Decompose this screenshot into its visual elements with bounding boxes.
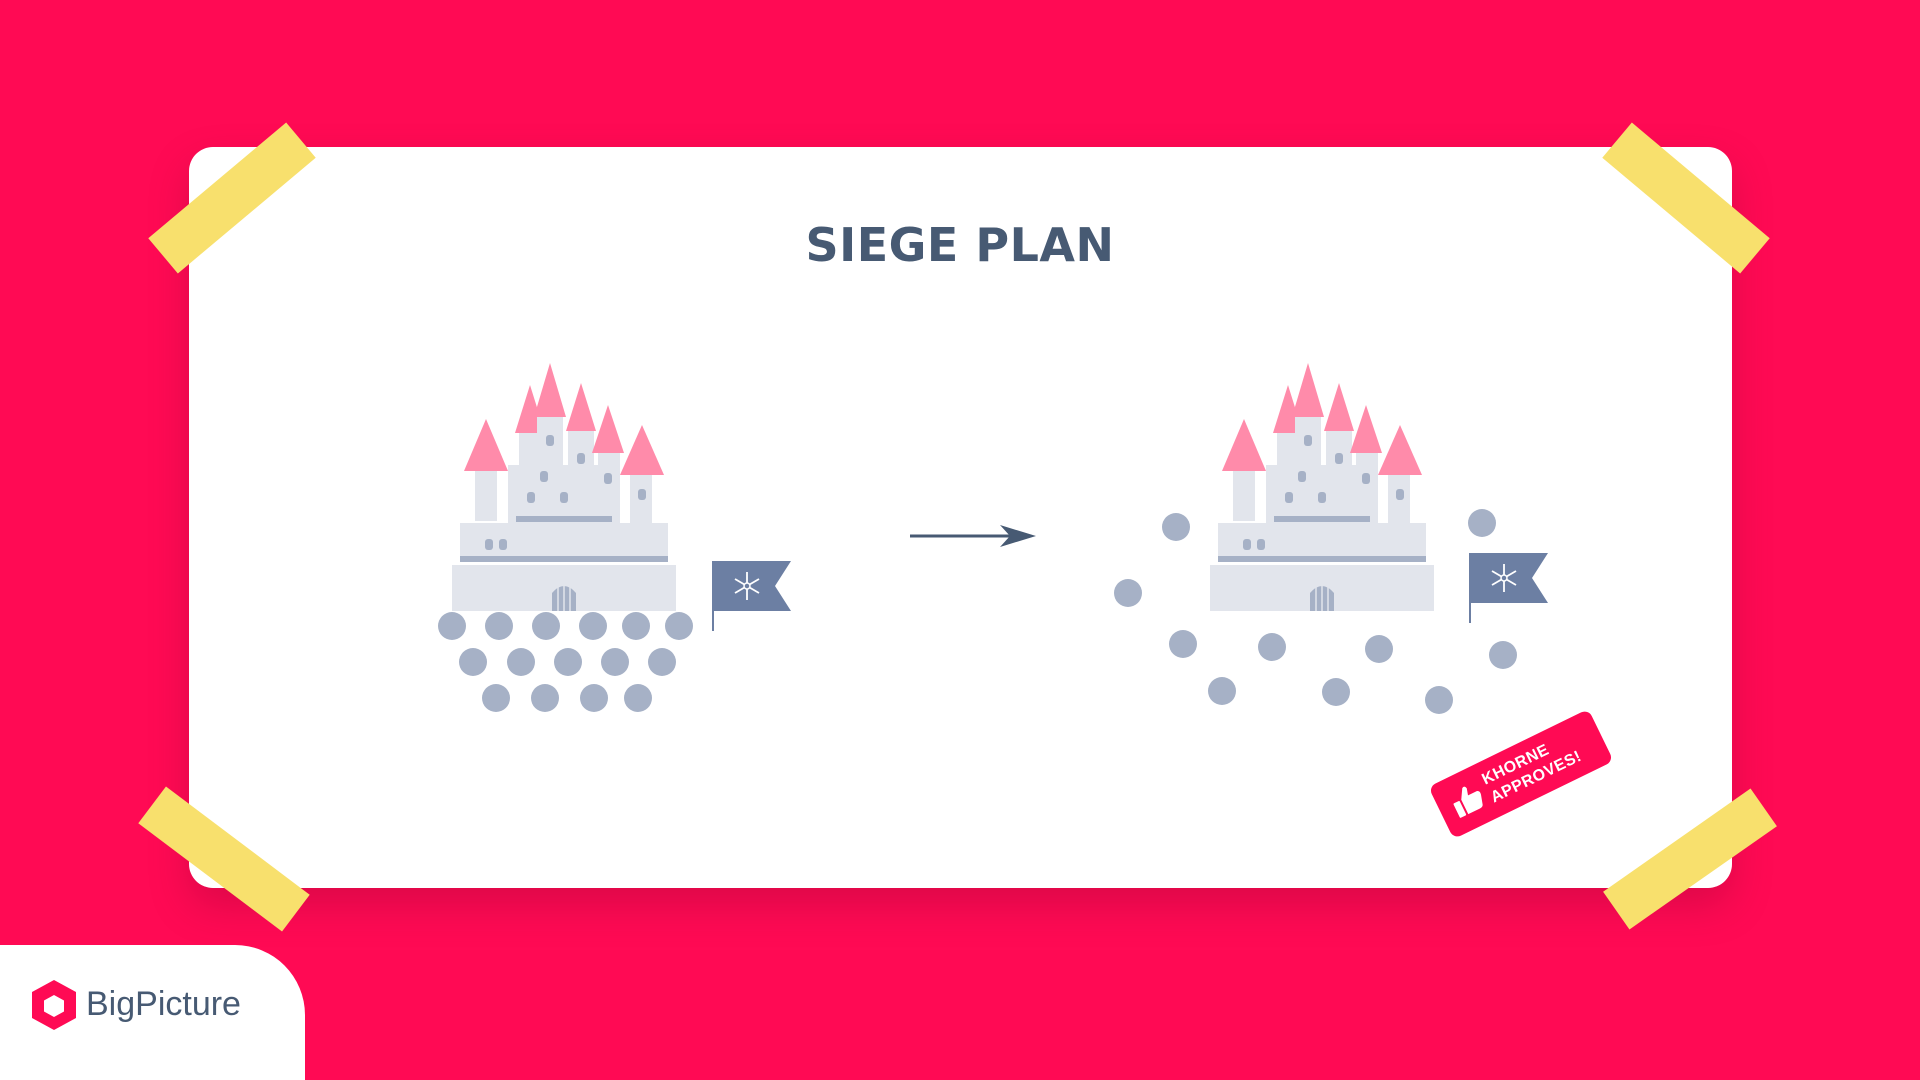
hexagon-logo-icon [32,980,76,1030]
brand-logo: BigPicture [0,945,305,1080]
castle-left [451,362,677,612]
brand-name: BigPicture [86,985,241,1023]
page-title: SIEGE PLAN [805,218,1115,272]
flag-icon [712,560,792,632]
arrow-icon [910,525,1036,547]
flag-icon [1469,552,1549,624]
army-grouped [438,612,693,712]
thumbs-up-icon [1453,786,1483,818]
army-surrounding [1114,509,1517,714]
khorne-approves-stamp: KHORNE APPROVES! [1428,708,1614,840]
castle-right [1209,362,1435,612]
